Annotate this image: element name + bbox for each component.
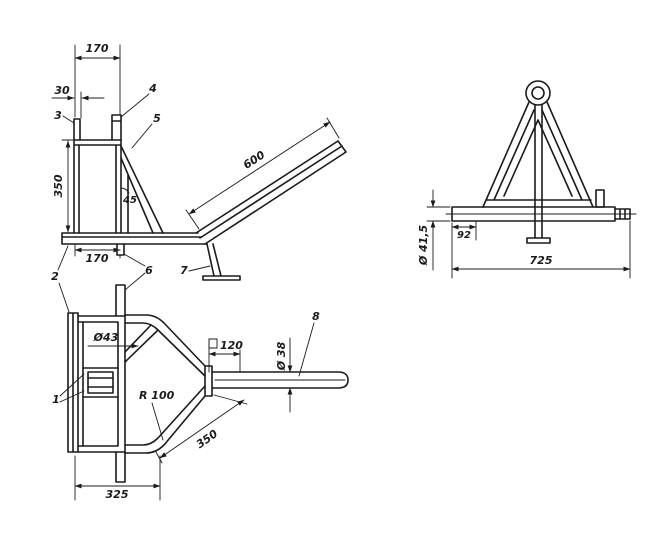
brace-angle-arc: [120, 187, 130, 194]
dim-pin-length-label: 92: [457, 230, 471, 241]
center-box: [82, 367, 119, 398]
dim-overall-width-label: 725: [530, 254, 553, 267]
lower-pin-side: [116, 243, 125, 256]
dim-offset-label: 30: [54, 84, 70, 97]
top-link-eye: [525, 80, 551, 106]
callout-5: 5: [153, 112, 161, 125]
dim-pin-dia-label: Ø 41,5: [417, 224, 430, 266]
dim-bend-radius-label: R 100: [139, 389, 175, 402]
front-base-bar: [451, 206, 616, 222]
callout-6-leader: [123, 253, 146, 291]
callout-2: 2: [51, 270, 59, 283]
callout-4-leader: [120, 93, 150, 118]
callout-3-leader: [62, 115, 75, 124]
plan-view: Ø43 120 Ø 38 8 1 R 100 350 325: [52, 284, 349, 501]
front-center-post: [526, 104, 551, 244]
inner-brace: [124, 324, 158, 363]
dim-bar-dia-label: Ø 38: [275, 341, 288, 371]
diagonal-brace: [120, 145, 164, 234]
dim-frame-width-extension: [74, 455, 161, 501]
callout-8: 8: [312, 310, 320, 323]
dim-bend-radius-leader: [151, 402, 164, 441]
callout-7: 7: [180, 264, 188, 277]
foot-plate: [202, 275, 241, 281]
clamp-section-symbol: [208, 338, 218, 349]
top-left-stub: [73, 118, 81, 141]
dim-top-width-extension: [74, 44, 121, 118]
dim-tube-length-line: [159, 399, 245, 459]
support-leg: [206, 243, 222, 277]
drawbar-collar: [204, 365, 213, 397]
top-right-pin: [111, 114, 122, 141]
mount-plate: [67, 312, 79, 453]
dim-bottom-width-label: 170: [86, 252, 109, 265]
dim-arm-length-label: 600: [241, 148, 268, 172]
dim-arm-length-extension: [185, 117, 340, 230]
callout-3: 3: [54, 109, 62, 122]
callout-4: 4: [148, 82, 157, 95]
front-view: 725 Ø 41,5 92: [417, 80, 637, 279]
dim-top-width-label: 170: [86, 42, 109, 55]
dim-post-height-label: 350: [52, 174, 65, 197]
a-frame-legs: [482, 101, 594, 208]
inclined-arm: [195, 140, 347, 245]
callout-2-leader: [57, 245, 70, 313]
dim-frame-width-label: 325: [106, 488, 129, 501]
callout-8-leader: [298, 322, 315, 377]
dim-clamp-width-label: 120: [220, 339, 243, 352]
top-link-hole: [531, 86, 545, 100]
post-frame: [73, 139, 122, 234]
lower-pin: [115, 451, 126, 483]
dim-tube-dia-label: Ø43: [93, 331, 119, 344]
callout-5-leader: [131, 123, 153, 149]
callout-1: 1: [52, 393, 60, 406]
a-frame-inner: [503, 119, 573, 197]
cross-members: [77, 315, 126, 453]
callout-7-leader: [188, 265, 211, 272]
drawbar: [211, 371, 349, 389]
dim-tube-length-label: 350: [194, 427, 221, 451]
brace-angle-label: 45: [122, 195, 137, 206]
upper-pin: [115, 284, 126, 317]
dim-arm-length-line: [188, 121, 331, 215]
front-pin-end: [614, 208, 631, 220]
side-view: 170 30 3 4 5 350 45 600 170 7 6 2: [51, 42, 347, 313]
base-beam: [61, 232, 208, 245]
front-lock-tab: [595, 189, 605, 208]
upper-tube: [124, 314, 206, 377]
callout-6: 6: [145, 264, 153, 277]
callout-1-leader: [59, 373, 85, 403]
